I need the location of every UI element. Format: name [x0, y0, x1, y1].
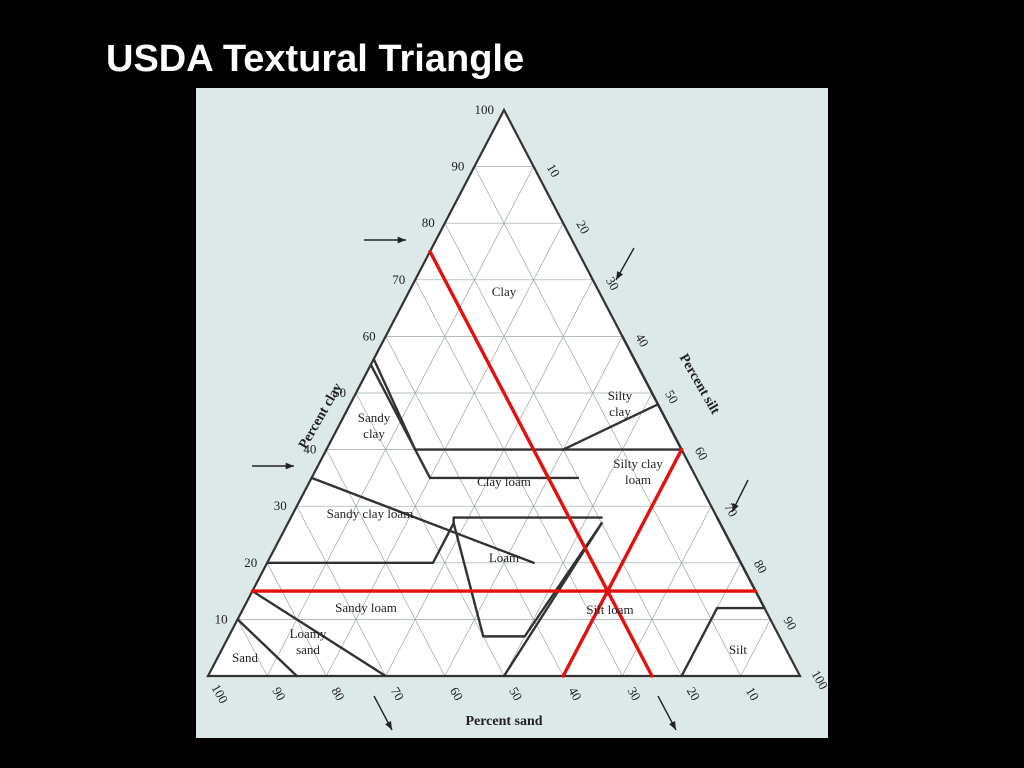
clay-tick-label: 100 — [475, 102, 495, 117]
clay-tick-label: 20 — [244, 555, 257, 570]
arrowhead-icon — [385, 721, 392, 730]
example-reading-lines — [250, 249, 758, 678]
region-label-sand: Sand — [232, 650, 259, 665]
example-silt-line — [561, 447, 684, 678]
clay-tick-label: 60 — [363, 328, 376, 343]
region-label-silty-clay-loam: Silty clay — [613, 456, 663, 471]
region-label-silty-clay: clay — [609, 404, 631, 419]
silt-tick-label: 50 — [662, 387, 681, 406]
direction-arrows — [252, 236, 749, 731]
region-label-loam: Loam — [489, 550, 519, 565]
triangle-outline — [206, 107, 802, 678]
sand-tick-label: 20 — [684, 684, 703, 703]
arrowhead-icon — [732, 503, 739, 512]
clay-tick-label: 80 — [422, 215, 435, 230]
clay-tick-label: 90 — [451, 159, 464, 174]
region-label-sandy-clay: Sandy — [358, 410, 391, 425]
region-label-clay: Clay — [492, 284, 517, 299]
region-label-clay-loam: Clay loam — [477, 474, 531, 489]
arrowhead-icon — [616, 271, 624, 280]
sand-tick-label: 100 — [209, 682, 232, 706]
silt-tick-label: 10 — [544, 161, 563, 180]
grid-line-sand — [237, 619, 268, 677]
silt-tick-label: 20 — [573, 218, 592, 237]
region-label-silt: Silt — [729, 642, 747, 657]
clay-tick-label: 70 — [392, 272, 405, 287]
sand-tick-label: 60 — [447, 684, 466, 703]
silt-tick-label: 90 — [781, 614, 800, 633]
sand-tick-label: 80 — [329, 684, 348, 703]
sand-tick-label: 40 — [565, 684, 584, 703]
silt-tick-label: 100 — [809, 668, 828, 692]
clay-tick-label: 40 — [303, 442, 316, 457]
class-boundary — [236, 618, 299, 678]
arrowhead-icon — [285, 462, 294, 470]
sand-tick-label: 30 — [625, 684, 644, 703]
clay-tick-label: 30 — [274, 498, 287, 513]
clay-tick-label: 50 — [333, 385, 346, 400]
arrowhead-icon — [397, 236, 406, 244]
region-label-loamy-sand: Loamy — [290, 626, 327, 641]
silt-tick-label: 70 — [721, 501, 740, 520]
silt-tick-label: 80 — [751, 557, 770, 576]
class-boundary — [369, 363, 432, 480]
class-boundary — [680, 606, 719, 678]
silt-tick-label: 60 — [692, 444, 711, 463]
sand-tick-label: 10 — [743, 684, 762, 703]
arrowhead-icon — [669, 721, 676, 730]
clay-tick-label: 10 — [215, 611, 228, 626]
sand-tick-label: 50 — [506, 684, 525, 703]
region-label-loamy-sand: sand — [296, 642, 320, 657]
silt-axis-title: Percent silt — [676, 351, 723, 417]
class-boundary — [431, 521, 455, 564]
example-sand-line — [428, 249, 654, 678]
soil-texture-triangle: 10 20 30 40 50 60 70 80 90 100 10 20 30 40 50 60 70 80 90 1… — [206, 102, 828, 731]
region-label-silt-loam: Silt loam — [586, 602, 633, 617]
silt-tick-label: 30 — [603, 274, 622, 293]
region-label-sandy-loam: Sandy loam — [335, 600, 397, 615]
sand-tick-label: 70 — [388, 684, 407, 703]
class-boundary — [562, 403, 660, 451]
sand-tick-label: 90 — [269, 684, 288, 703]
class-boundary — [372, 357, 417, 451]
region-label-sandy-clay-loam: Sandy clay loam — [327, 506, 414, 521]
grid-line-sand — [355, 392, 505, 677]
grid-line-silt — [740, 619, 771, 677]
sand-axis-title: Percent sand — [465, 714, 542, 729]
region-label-silty-clay: Silty — [608, 388, 633, 403]
region-label-silty-clay-loam: loam — [625, 472, 651, 487]
class-boundary — [452, 521, 485, 638]
slide-title: USDA Textural Triangle — [106, 38, 525, 80]
region-label-sandy-clay: clay — [363, 426, 385, 441]
class-boundary — [310, 476, 535, 564]
class-boundary — [251, 589, 387, 678]
soil-texture-triangle-figure: 10 20 30 40 50 60 70 80 90 100 10 20 30 40 50 60 70 80 90 1… — [196, 88, 828, 738]
silt-tick-label: 40 — [633, 331, 652, 350]
